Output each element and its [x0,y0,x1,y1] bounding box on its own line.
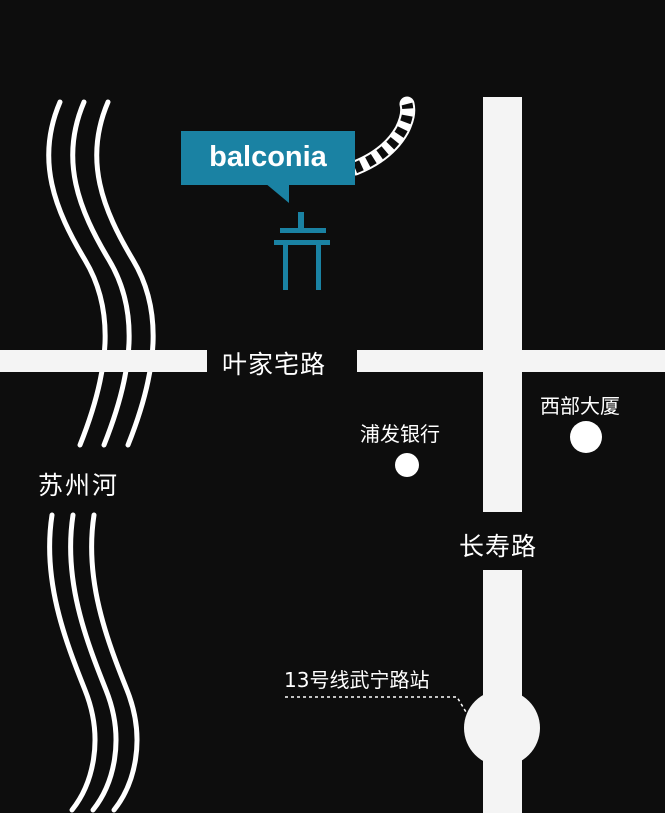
river-label: 苏州河 [38,471,120,500]
roads [0,97,665,813]
bank-label: 浦发银行 [360,422,440,446]
river [46,99,156,813]
road-label-horizontal: 叶家宅路 [222,350,327,379]
metro-station-marker [464,690,540,766]
building-marker [570,421,602,453]
railway [347,96,416,176]
building-label: 西部大厦 [540,394,620,418]
river-upper [46,99,156,448]
metro-station-label: 13号线武宁路站 [284,668,430,692]
road-horizontal-left [0,350,207,372]
road-vertical-top [483,97,522,512]
bank-marker [395,453,419,477]
brand-label: balconia [181,131,355,185]
river-lower [47,512,140,813]
brand-pointer [265,183,289,203]
road-label-vertical: 长寿路 [459,532,538,561]
building-icon [274,212,330,290]
metro-leader-line [285,696,467,713]
